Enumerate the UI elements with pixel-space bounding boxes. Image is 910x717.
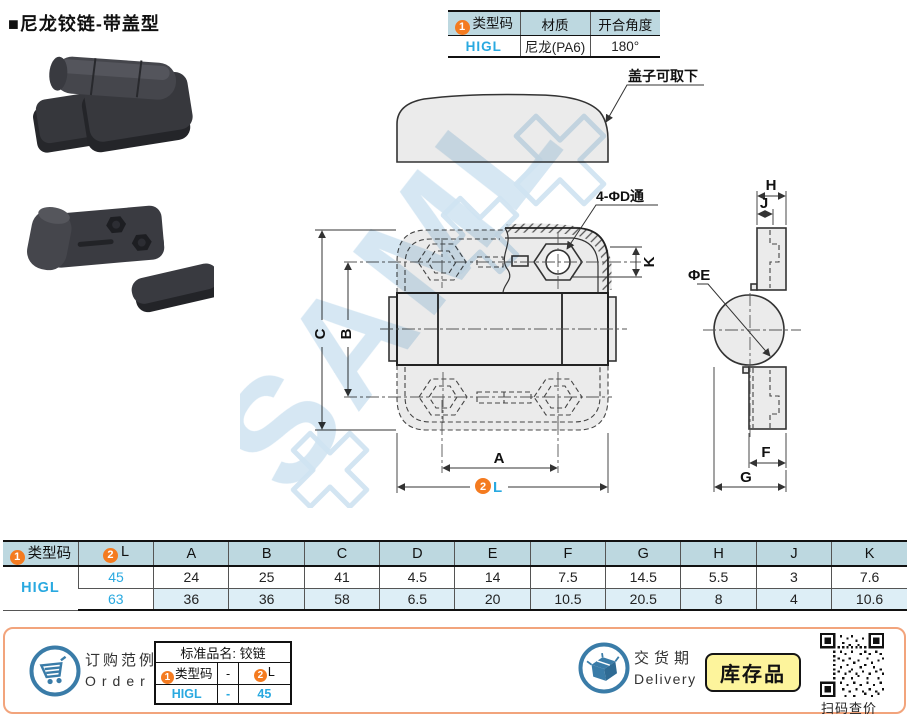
dim-K: K [641, 256, 658, 267]
cart-icon [29, 645, 81, 697]
table-row: HIGL 45 24 25 41 4.5 14 7.5 14.5 5.5 3 7… [3, 566, 907, 611]
cell: 20 [454, 588, 531, 611]
product-photo-assembled [33, 56, 193, 153]
side-view: ΦE H J F G [688, 177, 801, 492]
cell: 58 [303, 588, 380, 611]
spec-header-material: 材质 [519, 10, 590, 36]
dim-G: G [740, 469, 752, 486]
col-header-K: K [831, 540, 907, 567]
order-val-code: HIGL [154, 684, 219, 704]
dim-B: B [338, 328, 355, 339]
col-header-F: F [529, 540, 606, 567]
delivery-label: 交货期 Delivery [634, 650, 697, 687]
order-dash: - [217, 662, 239, 685]
cover-profile-view: 盖子可取下 [396, 68, 704, 163]
badge-1-icon: 1 [9, 550, 25, 565]
dim-E: ΦE [688, 267, 710, 284]
col-header-B: B [228, 540, 305, 567]
order-val-dash: - [217, 684, 239, 704]
col-header-J: J [755, 540, 832, 567]
cell: 36 [228, 588, 305, 611]
cell: 7.6 [831, 566, 907, 589]
cell: 41 [303, 566, 380, 589]
order-val-L: 45 [237, 684, 292, 704]
delivery-icon [578, 642, 630, 694]
col-header-G: G [605, 540, 681, 567]
col-header-A: A [153, 540, 229, 567]
cell: 14 [454, 566, 531, 589]
cell: 10.5 [529, 588, 606, 611]
spec-angle: 180° [589, 35, 660, 58]
technical-drawing: 盖子可取下 [312, 68, 801, 496]
cell: 3 [755, 566, 832, 589]
cell: 7.5 [529, 566, 606, 589]
badge-2-icon [475, 478, 491, 494]
cell: 6.5 [379, 588, 455, 611]
cell: 4 [755, 588, 832, 611]
col-header-H: H [680, 540, 757, 567]
col-header-D: D [379, 540, 455, 567]
hole-note: 4-ΦD通 [596, 188, 644, 204]
spec-material: 尼龙(PA6) [519, 35, 590, 58]
dim-J: J [760, 195, 768, 212]
order-example-label: 订购范例 Order [85, 652, 158, 689]
cell: 20.5 [605, 588, 681, 611]
dim-H: H [766, 177, 777, 194]
badge-1-icon: 1 [454, 20, 470, 35]
stock-badge: 库存品 [705, 653, 801, 692]
spec-type-code: HIGL [448, 35, 520, 58]
qr-caption: 扫码查价 [821, 701, 878, 716]
L-value: 45 [77, 566, 154, 589]
cell: 5.5 [680, 566, 757, 589]
col-header-C: C [303, 540, 380, 567]
type-code-cell: HIGL [3, 566, 79, 611]
dim-L: L [493, 479, 502, 496]
cell: 24 [153, 566, 229, 589]
svg-text:2: 2 [480, 481, 486, 493]
cell: 10.6 [831, 588, 907, 611]
dim-C: C [312, 328, 329, 339]
qr-code [820, 633, 884, 697]
col-header-E: E [454, 540, 531, 567]
cell: 4.5 [379, 566, 455, 589]
dim-F: F [761, 444, 770, 461]
spec-header-angle: 开合角度 [589, 10, 660, 36]
page-title: ■尼龙铰链-带盖型 [8, 14, 160, 34]
table-row: 63 36 36 58 6.5 20 10.5 20.5 8 4 10.6 [3, 588, 907, 611]
cell: 14.5 [605, 566, 681, 589]
cell: 36 [153, 588, 229, 611]
badge-2-icon: 2 [102, 548, 118, 563]
cover-note: 盖子可取下 [628, 68, 698, 84]
badge-2-icon: 2 [253, 669, 267, 682]
dim-A: A [494, 450, 505, 467]
standard-name: 标准品名: 铰链 [154, 641, 292, 663]
front-view: C B A 2 L K 4-ΦD通 [312, 188, 658, 496]
badge-1-icon: 1 [160, 671, 174, 684]
product-photo-cover-removed [27, 205, 214, 313]
cell: 8 [680, 588, 757, 611]
cell: 25 [228, 566, 305, 589]
L-value: 63 [78, 588, 154, 611]
